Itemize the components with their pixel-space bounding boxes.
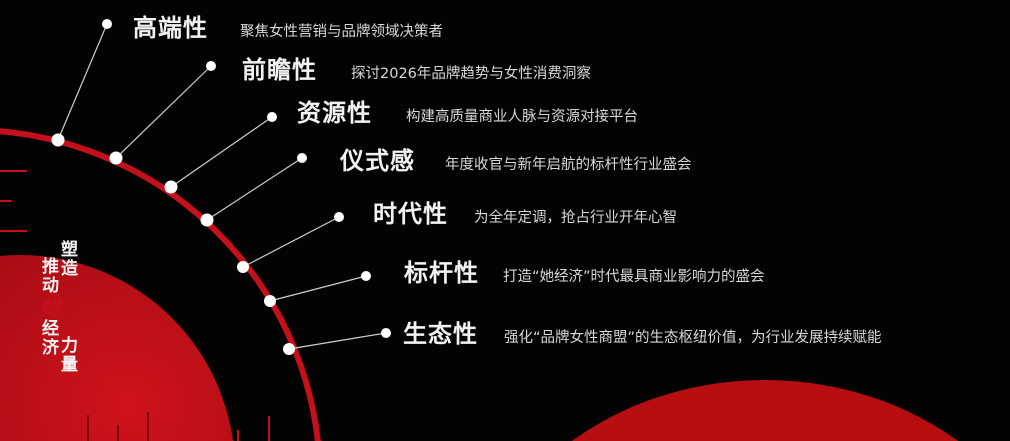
feature-desc: 强化“品牌女性商盟”的生态枢纽价值，为行业发展持续赋能: [504, 330, 882, 346]
feature-item: 标杆性 打造“她经济”时代最具商业影响力的盛会: [404, 253, 765, 288]
bottom-red-circle: [572, 380, 958, 441]
feature-title: 标杆性: [404, 258, 479, 287]
feature-title: 生态性: [403, 319, 478, 348]
feature-item: 仪式感 年度收官与新年启航的标杆性行业盛会: [340, 141, 692, 176]
feature-desc: 为全年定调，抢占行业开年心智: [474, 210, 677, 226]
feature-title: 时代性: [373, 199, 448, 228]
slogan-accent: 她: [36, 295, 61, 319]
feature-item: 前瞻性 探讨2026年品牌趋势与女性消费洞察: [242, 50, 591, 85]
feature-item: 时代性 为全年定调，抢占行业开年心智: [373, 194, 677, 229]
feature-desc: 打造“她经济”时代最具商业影响力的盛会: [503, 269, 765, 285]
feature-item: 资源性 构建高质量商业人脉与资源对接平台: [297, 93, 638, 128]
feature-desc: 年度收官与新年启航的标杆性行业盛会: [445, 157, 692, 173]
left-red-circle: [0, 255, 233, 441]
feature-item: 生态性 强化“品牌女性商盟”的生态枢纽价值，为行业发展持续赋能: [403, 314, 882, 349]
slogan-line2: 塑造力量: [57, 240, 77, 374]
left-ticks: [0, 170, 27, 232]
outer-dots: [102, 19, 391, 338]
feature-title: 资源性: [297, 98, 372, 127]
feature-desc: 探讨2026年品牌趋势与女性消费洞察: [351, 66, 591, 82]
slogan-text: 经济: [38, 319, 58, 357]
bottom-ticks: [87, 412, 270, 441]
feature-desc: 聚焦女性营销与品牌领域决策者: [240, 24, 443, 40]
slogan-text: 力量: [57, 336, 77, 374]
slogan-text: 推动: [38, 257, 58, 295]
feature-title: 高端性: [133, 13, 208, 42]
ring-dots: [51, 133, 295, 355]
feature-item: 高端性 聚焦女性营销与品牌领域决策者: [133, 8, 443, 43]
feature-title: 仪式感: [340, 146, 415, 175]
slogan-text: 塑造: [57, 240, 77, 278]
connector-lines: [57, 23, 387, 350]
feature-title: 前瞻性: [242, 55, 317, 84]
feature-desc: 构建高质量商业人脉与资源对接平台: [406, 109, 638, 125]
slogan-line1: 推动她经济: [36, 257, 61, 357]
